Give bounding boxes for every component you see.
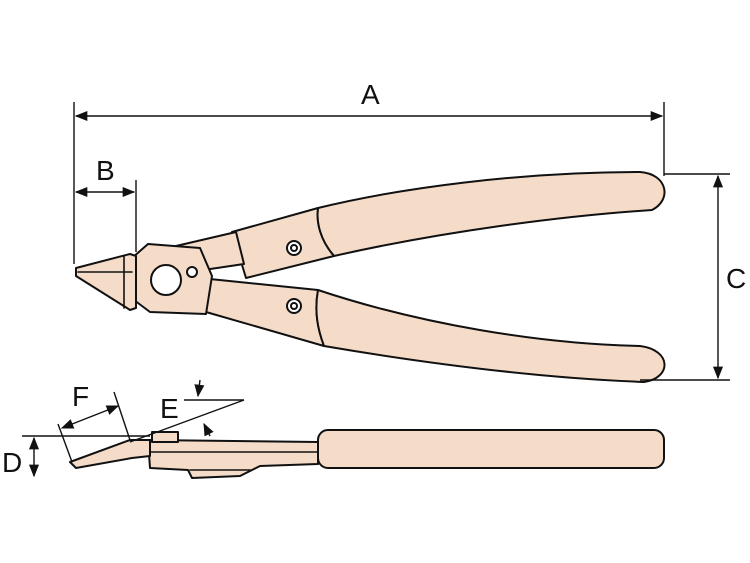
pliers-top-view [75,171,666,383]
label-e: E [160,393,179,424]
label-a: A [361,79,380,110]
label-b: B [96,155,115,186]
upper-handle-grip [316,171,666,257]
label-f: F [72,381,89,412]
side-handle-grip [317,429,665,469]
lower-handle-arm [199,277,325,347]
side-jaw-tip [69,439,151,469]
dimension-lines [22,102,730,478]
pliers-side-view [69,429,665,479]
pivot-rivet [186,266,198,278]
label-d: D [2,447,22,478]
label-c: C [726,263,746,294]
lower-handle-grip [315,289,666,383]
side-pivot-block [151,431,179,443]
cutting-jaw [75,253,137,311]
dimension-f-line [60,405,120,429]
side-metal-body [147,439,319,479]
upper-handle-arm [231,207,335,279]
pivot-bolt [150,264,182,296]
dimension-e-arrow-bottom [203,422,214,437]
dimension-e-arrow-top [194,379,205,398]
